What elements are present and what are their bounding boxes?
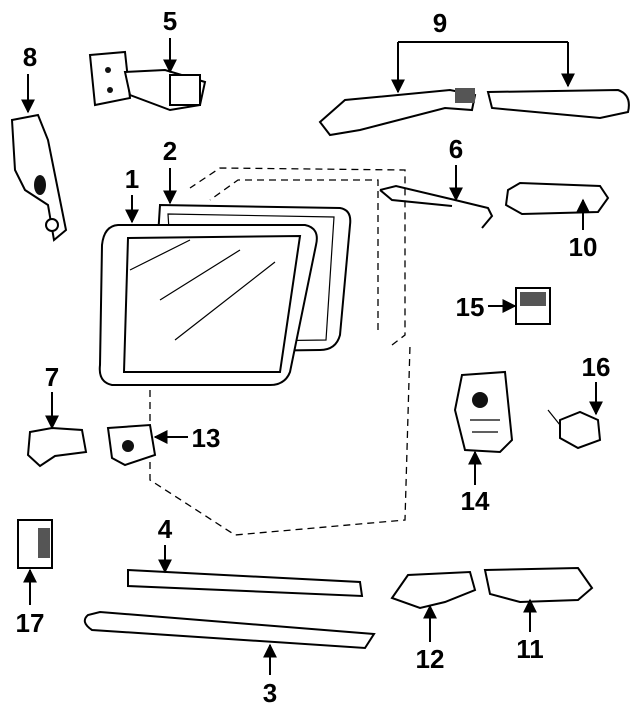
- part-16-cylinder: [547, 409, 602, 450]
- part-15-actuator: [515, 287, 551, 325]
- callout-11: 11: [516, 634, 544, 664]
- part-17-switch: [17, 519, 53, 569]
- part-11-panel: [483, 566, 594, 604]
- part-9-rails: [318, 88, 630, 137]
- part-13-striker: [106, 423, 157, 467]
- callout-7: 7: [45, 362, 59, 392]
- callout-1: 1: [125, 164, 139, 194]
- callout-6: 6: [449, 134, 463, 164]
- part-6-rod: [379, 184, 494, 229]
- part-4-molding: [127, 568, 364, 598]
- callout-4: 4: [158, 514, 173, 544]
- part-12-trim: [390, 570, 477, 610]
- part-1-window-glass: [98, 224, 318, 386]
- callout-13: 13: [192, 423, 221, 453]
- callout-17: 17: [16, 608, 45, 638]
- part-14-latch: [453, 370, 514, 454]
- callout-2: 2: [163, 136, 177, 166]
- part-7-bracket: [26, 426, 88, 468]
- callout-8: 8: [23, 42, 37, 72]
- part-3-sill: [83, 610, 376, 650]
- callout-3: 3: [263, 678, 277, 708]
- part-5-hinge: [88, 50, 207, 112]
- callout-16: 16: [582, 352, 611, 382]
- part-10-trim: [504, 181, 610, 216]
- part-8-hinge-bracket: [10, 113, 68, 242]
- callout-15: 15: [456, 292, 485, 322]
- callout-5: 5: [163, 6, 177, 36]
- callout-12: 12: [416, 644, 445, 674]
- callout-9: 9: [433, 8, 447, 38]
- callout-10: 10: [569, 232, 598, 262]
- callout-14: 14: [461, 486, 490, 516]
